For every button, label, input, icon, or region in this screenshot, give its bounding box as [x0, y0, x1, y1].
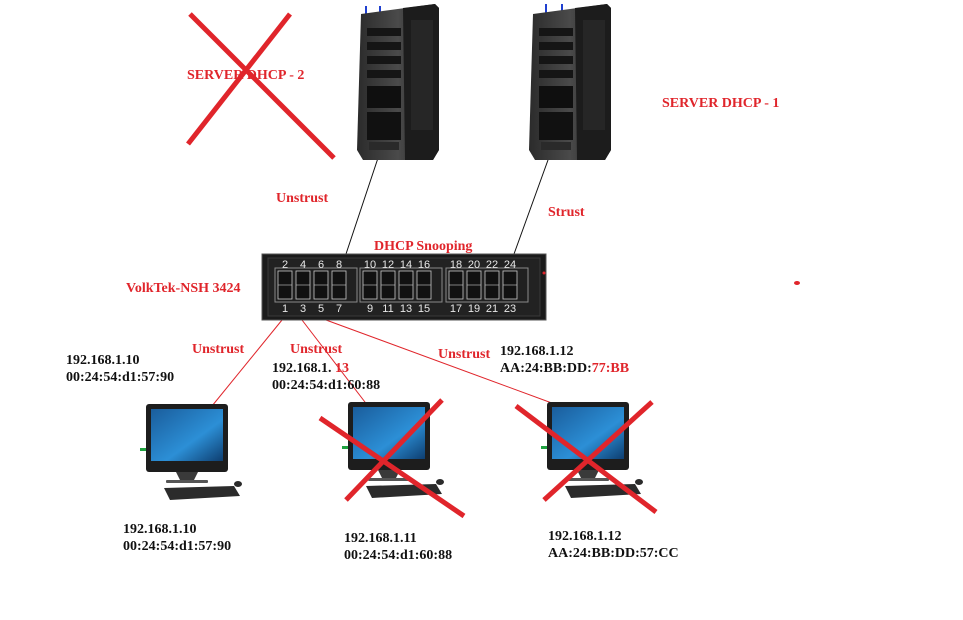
switch-title: DHCP Snooping — [374, 239, 473, 254]
pc1-top-info: 192.168.1.10 00:24:54:d1:57:90 — [66, 352, 174, 386]
red-dot — [794, 281, 800, 285]
pc1-top-mac: 00:24:54:d1:57:90 — [66, 370, 175, 385]
red-cross-icon — [318, 398, 466, 519]
red-cross-icon — [186, 12, 336, 160]
pc2-top-ip-suffix: 13 — [335, 361, 349, 376]
port-number-top: 24 — [504, 259, 516, 271]
pc2-top-ip: 192.168.1. 13 — [272, 360, 380, 377]
server-tower-icon — [357, 4, 439, 160]
port-number-top: 8 — [336, 259, 342, 271]
pc3-bottom-mac: AA:24:BB:DD:57:CC — [548, 546, 679, 561]
pc2-top-info: 192.168.1. 13 00:24:54:d1:60:88 — [272, 360, 380, 394]
port-number-top: 20 — [468, 259, 480, 271]
link-line-pc3 — [325, 319, 561, 407]
link-line-server2 — [513, 159, 549, 255]
port-number-bottom: 3 — [300, 303, 306, 315]
server-dhcp-2-label: SERVER DHCP - 2 — [187, 68, 305, 83]
pc1-bottom-ip: 192.168.1.10 — [123, 522, 197, 537]
link-label-pc1: Unstrust — [192, 342, 245, 357]
port-number-top: 10 — [364, 259, 376, 271]
pc3-top-mac: AA:24:BB:DD:77:BB — [500, 360, 629, 377]
link-label-pc2: Unstrust — [290, 342, 343, 357]
pc3-top-ip: 192.168.1.12 — [500, 344, 574, 359]
port-number-top: 6 — [318, 259, 324, 271]
pc3-bottom-ip: 192.168.1.12 — [548, 529, 622, 544]
port-number-bottom: 23 — [504, 303, 516, 315]
port-number-top: 4 — [300, 259, 306, 271]
switch-name: VolkTek-NSH 3424 — [126, 281, 241, 296]
pc1-bottom-info: 192.168.1.10 00:24:54:d1:57:90 — [123, 521, 231, 555]
pc3-top-mac-suffix: 77:BB — [591, 361, 630, 376]
port-number-bottom: 7 — [336, 303, 342, 315]
pc2-bottom-mac: 00:24:54:d1:60:88 — [344, 548, 453, 563]
desktop-computer-icon — [541, 402, 643, 498]
port-number-bottom: 19 — [468, 303, 480, 315]
link-label-server2: Unstrust — [276, 191, 329, 206]
red-cross-icon — [514, 400, 658, 514]
pc1-top-ip: 192.168.1.10 — [66, 353, 140, 368]
port-number-top: 14 — [400, 259, 412, 271]
connections — [211, 157, 561, 407]
port-number-bottom: 11 — [382, 303, 393, 315]
desktop-computer-icon — [140, 404, 242, 500]
port-number-top: 22 — [486, 259, 498, 271]
pc3-top-mac-prefix: AA:24:BB:DD: — [500, 361, 592, 376]
server-dhcp-1-label: SERVER DHCP - 1 — [662, 96, 780, 111]
port-number-bottom: 13 — [400, 303, 412, 315]
link-line-server1 — [345, 157, 379, 255]
port-number-bottom: 5 — [318, 303, 324, 315]
port-number-bottom: 17 — [450, 303, 462, 315]
link-line-pc2 — [301, 319, 369, 407]
server-tower-icon — [529, 4, 611, 160]
pc2-bottom-info: 192.168.1.11 00:24:54:d1:60:88 — [344, 530, 452, 564]
port-number-bottom: 21 — [486, 303, 498, 315]
port-number-top: 16 — [418, 259, 430, 271]
pc2-bottom-ip: 192.168.1.11 — [344, 531, 417, 546]
pc2-top-mac: 00:24:54:d1:60:88 — [272, 378, 381, 393]
link-label-pc3: Unstrust — [438, 347, 491, 362]
port-number-top: 12 — [382, 259, 394, 271]
port-number-top: 18 — [450, 259, 462, 271]
port-number-bottom: 1 — [282, 303, 288, 315]
pc3-top-info: 192.168.1.12 AA:24:BB:DD:77:BB — [500, 343, 629, 377]
port-number-top: 2 — [282, 259, 288, 271]
port-number-bottom: 9 — [367, 303, 373, 315]
link-line-pc1 — [211, 319, 283, 407]
port-number-bottom: 15 — [418, 303, 430, 315]
link-label-server1: Strust — [548, 205, 585, 220]
pc2-top-ip-prefix: 192.168.1. — [272, 361, 332, 376]
pc1-bottom-mac: 00:24:54:d1:57:90 — [123, 539, 232, 554]
pc3-bottom-info: 192.168.1.12 AA:24:BB:DD:57:CC — [548, 528, 679, 562]
